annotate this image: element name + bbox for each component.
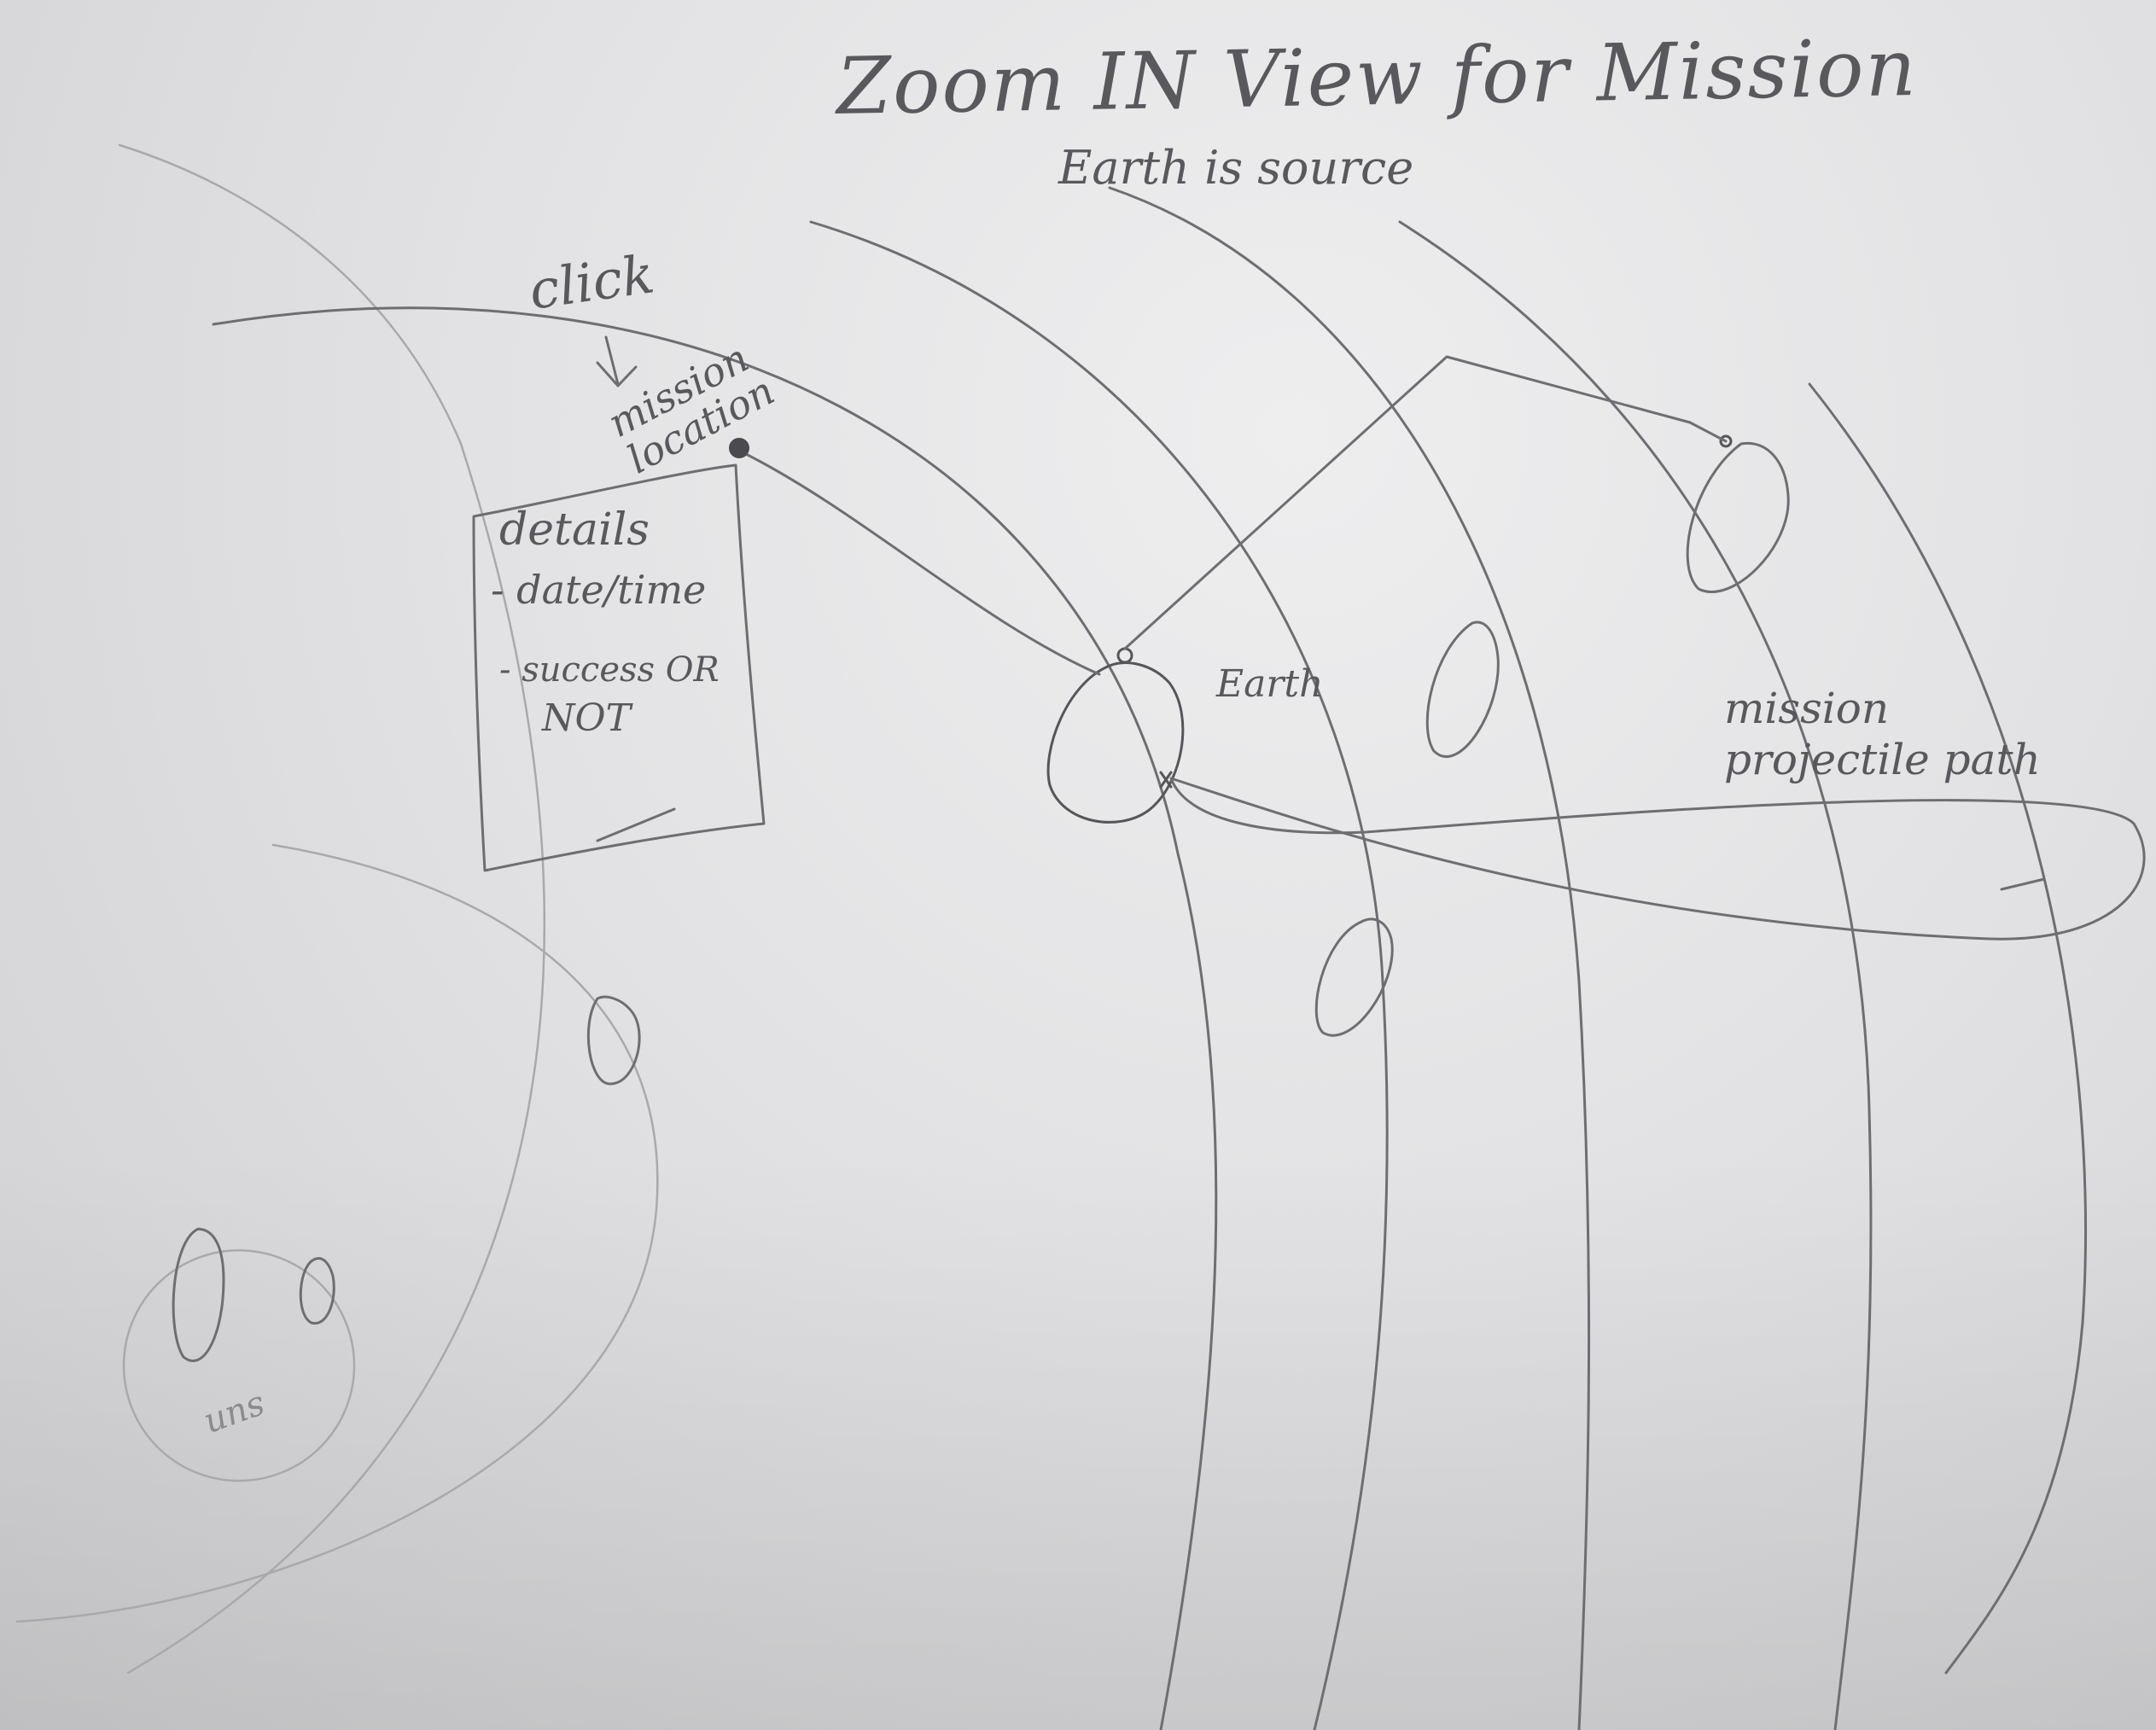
launch-site-top-icon <box>1116 647 1133 664</box>
click-arrow-icon <box>596 335 638 387</box>
orbit-sun-ring <box>15 843 659 1623</box>
projectile-path-loop <box>1169 777 2146 941</box>
sun-disc <box>122 1249 356 1482</box>
click-annotation: click <box>525 242 658 322</box>
earth-planet-icon <box>1046 661 1185 824</box>
orbit-outer-faint <box>118 143 545 1675</box>
launch-site-bottom-icon <box>1159 771 1173 789</box>
mission-path-to-target <box>1123 355 1728 650</box>
details-popup-box[interactable] <box>472 463 766 872</box>
page-title: Zoom IN View for Mission <box>836 21 1919 133</box>
planet-left-icon <box>586 995 641 1086</box>
sun-core-icon <box>172 1227 225 1362</box>
details-not-line: NOT <box>542 696 631 740</box>
details-date-line: - date/time <box>491 567 707 613</box>
paper-shadow <box>0 1152 2156 1730</box>
projectile-path-label: mission projectile path <box>1724 684 2041 784</box>
mission-location-marker-icon[interactable] <box>729 438 749 458</box>
details-success-line: - success OR <box>499 650 720 690</box>
planet-mid-icon <box>1314 917 1394 1037</box>
mission-path-to-location <box>741 451 1101 676</box>
planet-small-icon <box>299 1256 335 1325</box>
orbit-arc-1 <box>212 306 1218 1730</box>
orbit-arc-3 <box>1108 186 1591 1730</box>
orbit-arc-5 <box>1808 382 2088 1675</box>
orbit-arc-2 <box>809 220 1389 1730</box>
details-box-underline <box>596 807 676 842</box>
target-marker-icon <box>1719 434 1733 448</box>
orbit-arc-4 <box>1398 220 1873 1730</box>
earth-label: Earth <box>1216 662 1324 706</box>
projectile-direction-mark <box>2000 877 2046 891</box>
planet-target-icon <box>1686 441 1790 593</box>
page-subtitle: Earth is source <box>1058 141 1414 195</box>
planet-upper-icon <box>1425 620 1500 758</box>
details-heading: details <box>499 504 650 556</box>
